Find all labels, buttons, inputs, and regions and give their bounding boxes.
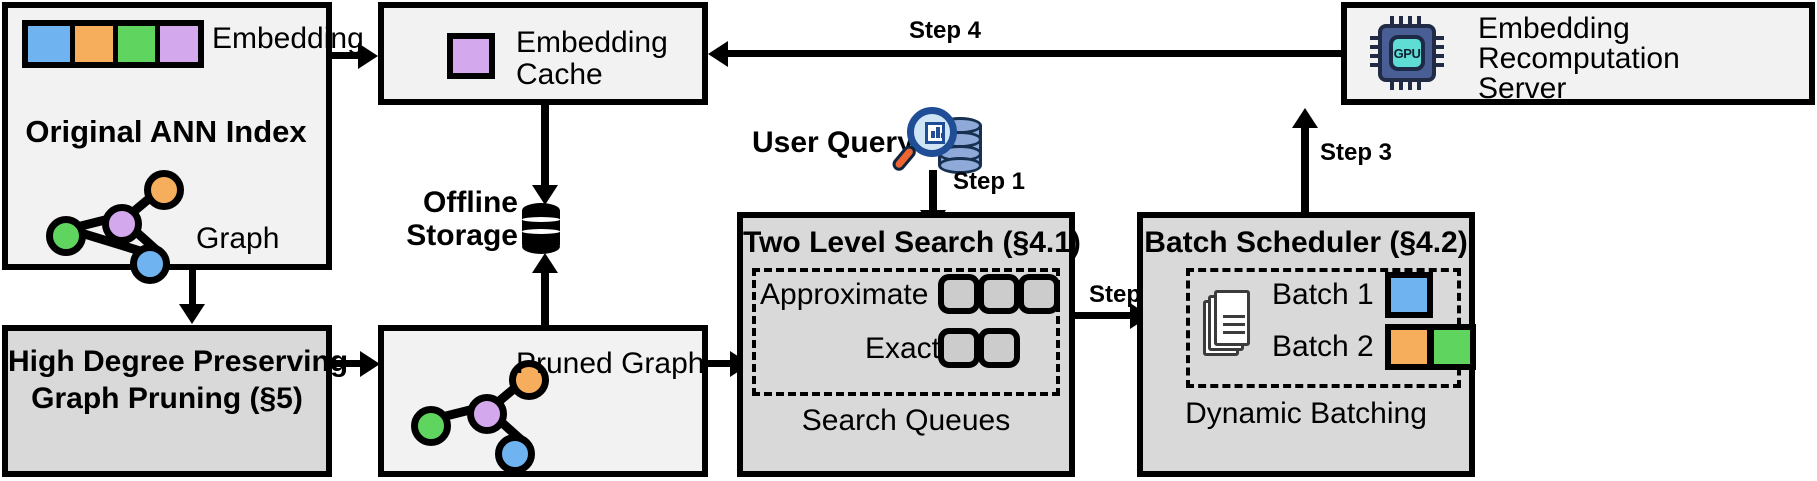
arrowhead-left [708, 41, 728, 67]
embedding-swatch-blue [28, 26, 71, 62]
batch-1-swatch-blue [1385, 272, 1433, 318]
graph-node-orange [509, 360, 549, 400]
connector-index-to-cache [332, 52, 362, 59]
recomputation-server-label-line2: Recomputation [1478, 42, 1680, 75]
embedding-label: Embedding [212, 22, 364, 55]
batch-2-label: Batch 2 [1272, 330, 1374, 363]
arrowhead-right [358, 43, 378, 69]
connector-step1 [929, 170, 937, 214]
embedding-cache-label-line1: Embedding [516, 26, 668, 59]
batch-2-swatch-orange [1385, 324, 1433, 370]
approximate-row-label: Approximate [760, 278, 929, 311]
exact-row-label: Exact [864, 332, 940, 365]
recomputation-server-label-line1: Embedding [1478, 12, 1630, 45]
arrowhead-up [1292, 108, 1318, 128]
connector-step2 [1075, 312, 1135, 319]
arrowhead-down [179, 304, 205, 324]
offline-storage-label-line2: Storage [406, 219, 518, 252]
search-database-icon [889, 105, 983, 177]
original-graph-figure [40, 168, 200, 284]
graph-node-purple [467, 394, 507, 434]
pruned-graph-box [378, 325, 708, 477]
queue-slot [978, 274, 1020, 314]
graph-label: Graph [196, 222, 280, 255]
gpu-chip-label: GPU [1389, 35, 1425, 71]
dynamic-batching-footer: Dynamic Batching [1185, 397, 1427, 430]
graph-node-green [46, 216, 86, 256]
graph-pruning-title-line1: High Degree Preserving [8, 345, 349, 378]
arrowhead-right [360, 351, 380, 377]
document-glyph-icon [925, 122, 945, 144]
search-queues-footer: Search Queues [801, 404, 1011, 437]
connector-step3 [1301, 125, 1309, 213]
graph-pruning-title-line2: Graph Pruning (§5) [31, 382, 303, 415]
queue-slot [1018, 274, 1060, 314]
step4-label: Step 4 [908, 17, 982, 44]
arrowhead-up [532, 253, 558, 273]
gpu-chip-icon: GPU [1370, 16, 1444, 90]
graph-node-green [411, 406, 451, 446]
embedding-swatch-orange [70, 26, 113, 62]
batch-2-swatch-green [1428, 324, 1476, 370]
user-query-label: User Query [752, 126, 914, 159]
pruned-graph-label: Pruned Graph [516, 347, 705, 380]
connector-cache-to-storage [541, 105, 549, 189]
batch-scheduler-title: Batch Scheduler (§4.2) [1144, 226, 1468, 259]
queue-slot [938, 328, 980, 368]
two-level-search-title: Two Level Search (§4.1) [743, 226, 1081, 259]
graph-pruning-box [2, 325, 332, 477]
graph-node-blue [130, 244, 170, 284]
search-queues-panel [752, 268, 1060, 396]
connector-pruned-graph-to-search [708, 360, 736, 367]
recomputation-server-label-line3: Server [1478, 72, 1567, 105]
connector-pruning-to-pruned-graph [332, 360, 364, 367]
embedding-cache-box [378, 2, 708, 105]
connector-index-to-pruning [189, 270, 196, 308]
connector-pruned-graph-to-storage [541, 268, 549, 326]
graph-node-orange [144, 170, 184, 210]
queue-slot [978, 328, 1020, 368]
batch-1-label: Batch 1 [1272, 278, 1374, 311]
arrowhead-down [532, 185, 558, 205]
step3-label: Step 3 [1320, 139, 1393, 166]
original-ann-index-title: Original ANN Index [25, 114, 307, 149]
embedding-swatch-strip [22, 20, 204, 68]
step1-label: Step 1 [953, 168, 1026, 195]
offline-storage-label-line1: Offline [423, 186, 518, 219]
embedding-cache-label-line2: Cache [516, 58, 603, 91]
queue-slot [938, 274, 980, 314]
pruned-graph-figure [405, 358, 555, 474]
documents-icon [1203, 288, 1255, 362]
embedding-swatch-green [112, 26, 156, 62]
connector-step4 [726, 50, 1341, 57]
graph-node-blue [495, 434, 535, 474]
database-icon [522, 203, 560, 254]
embedding-swatch-purple [155, 26, 198, 62]
embedding-cache-swatch [447, 33, 495, 79]
graph-node-purple [102, 204, 142, 244]
